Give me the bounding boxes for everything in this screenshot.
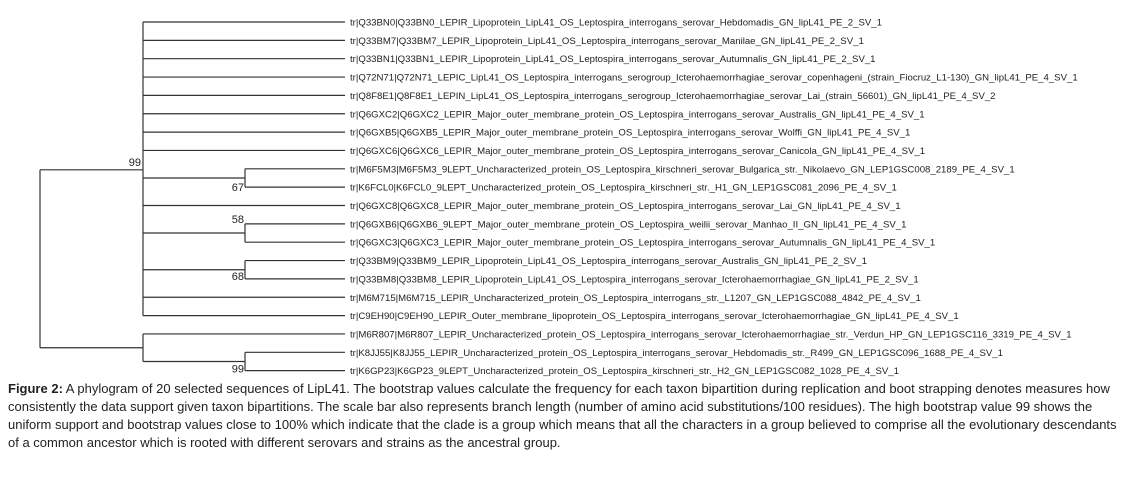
taxon-label: tr|Q6GXC3|Q6GXC3_LEPIR_Major_outer_membr…	[350, 238, 935, 249]
taxon-label: tr|M6M715|M6M715_LEPIR_Uncharacterized_p…	[350, 293, 921, 304]
taxon-label: tr|Q6GXB5|Q6GXB5_LEPIR_Major_outer_membr…	[350, 128, 910, 139]
bootstrap-value: 67	[232, 182, 244, 194]
bootstrap-value: 58	[232, 214, 244, 226]
bootstrap-value: 99	[232, 364, 244, 376]
taxon-label: tr|Q8F8E1|Q8F8E1_LEPIN_LipL41_OS_Leptosp…	[350, 91, 996, 102]
bootstrap-value: 68	[232, 271, 244, 283]
phylogram: tr|Q33BN0|Q33BN0_LEPIR_Lipoprotein_LipL4…	[39, 18, 1078, 377]
bootstrap-value: 99	[129, 157, 141, 169]
taxon-label: tr|M6F5M3|M6F5M3_9LEPT_Uncharacterized_p…	[350, 164, 1015, 175]
taxon-label: tr|Q33BM9|Q33BM9_LEPIR_Lipoprotein_LipL4…	[350, 256, 867, 267]
taxon-label: tr|Q33BM8|Q33BM8_LEPIR_Lipoprotein_LipL4…	[350, 274, 919, 285]
figure-label: Figure 2:	[8, 381, 63, 396]
taxon-label: tr|K6FCL0|K6FCL0_9LEPT_Uncharacterized_p…	[350, 183, 897, 194]
taxon-label: tr|Q33BM7|Q33BM7_LEPIR_Lipoprotein_LipL4…	[350, 36, 864, 47]
taxon-label: tr|K6GP23|K6GP23_9LEPT_Uncharacterized_p…	[350, 366, 899, 377]
taxon-label: tr|C9EH90|C9EH90_LEPIR_Outer_membrane_li…	[350, 311, 959, 322]
taxon-label: tr|Q6GXC6|Q6GXC6_LEPIR_Major_outer_membr…	[350, 146, 925, 157]
taxon-label: tr|Q72N71|Q72N71_LEPIC_LipL41_OS_Leptosp…	[350, 73, 1078, 84]
taxon-label: tr|K8JJ55|K8JJ55_LEPIR_Uncharacterized_p…	[350, 348, 1003, 359]
taxon-label: tr|Q6GXC8|Q6GXC8_LEPIR_Major_outer_membr…	[350, 201, 901, 212]
taxon-label: tr|Q33BN0|Q33BN0_LEPIR_Lipoprotein_LipL4…	[350, 18, 882, 29]
taxon-label: tr|Q6GXC2|Q6GXC2_LEPIR_Major_outer_membr…	[350, 109, 925, 120]
taxon-label: tr|Q33BN1|Q33BN1_LEPIR_Lipoprotein_LipL4…	[350, 54, 876, 65]
figure-caption: Figure 2: A phylogram of 20 selected seq…	[8, 380, 1126, 452]
taxon-label: tr|M6R807|M6R807_LEPIR_Uncharacterized_p…	[350, 329, 1072, 340]
taxon-label: tr|Q6GXB6|Q6GXB6_9LEPT_Major_outer_membr…	[350, 219, 906, 230]
caption-text: A phylogram of 20 selected sequences of …	[8, 381, 1117, 450]
